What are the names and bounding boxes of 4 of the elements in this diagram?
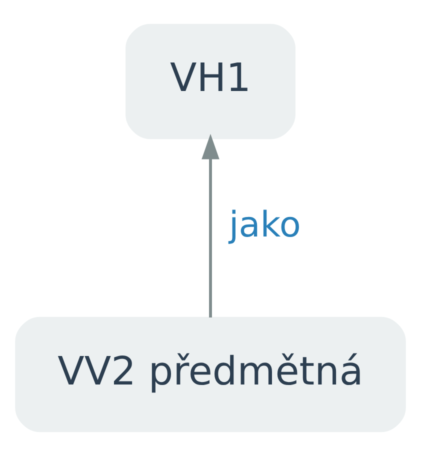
node-box: VV2 předmětná [15,316,406,432]
edge-label: jako [228,204,301,246]
arrow [202,133,220,317]
node-box: VH1 [126,23,296,139]
